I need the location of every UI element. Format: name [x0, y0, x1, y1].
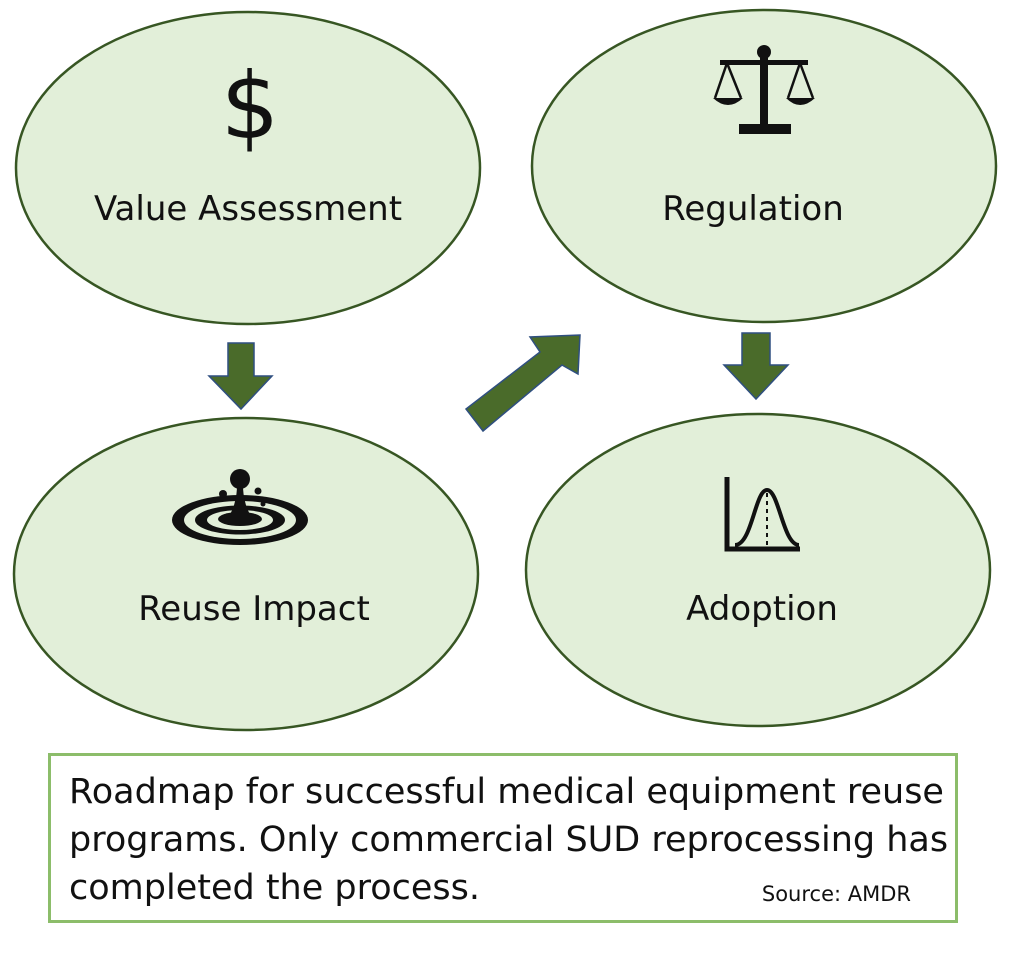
caption-box: Roadmap for successful medical equipment…	[48, 753, 958, 923]
water-drop-ripple-icon	[172, 469, 308, 545]
node-reuse-impact: Reuse Impact	[12, 416, 480, 732]
arrow-down-right	[722, 332, 790, 401]
node-label: Regulation	[662, 189, 844, 229]
node-ellipse	[14, 10, 482, 326]
node-ellipse	[530, 8, 998, 324]
node-ellipse	[524, 412, 992, 728]
node-regulation: Regulation	[530, 8, 998, 324]
arrow-down-left	[207, 342, 274, 411]
node-ellipse	[12, 416, 480, 732]
bell-curve-chart-icon	[724, 477, 800, 552]
node-value-assessment: $ Value Assessment	[14, 10, 482, 326]
caption-text: Roadmap for successful medical equipment…	[69, 772, 949, 908]
node-label: Value Assessment	[94, 189, 402, 229]
node-label: Reuse Impact	[138, 589, 370, 629]
dollar-sign-icon: $	[221, 53, 280, 160]
node-label: Adoption	[686, 589, 838, 629]
arrow-diagonal	[464, 334, 581, 433]
node-adoption: Adoption	[524, 412, 992, 728]
balance-scale-icon	[713, 45, 815, 134]
source-label: Source: AMDR	[761, 882, 911, 906]
